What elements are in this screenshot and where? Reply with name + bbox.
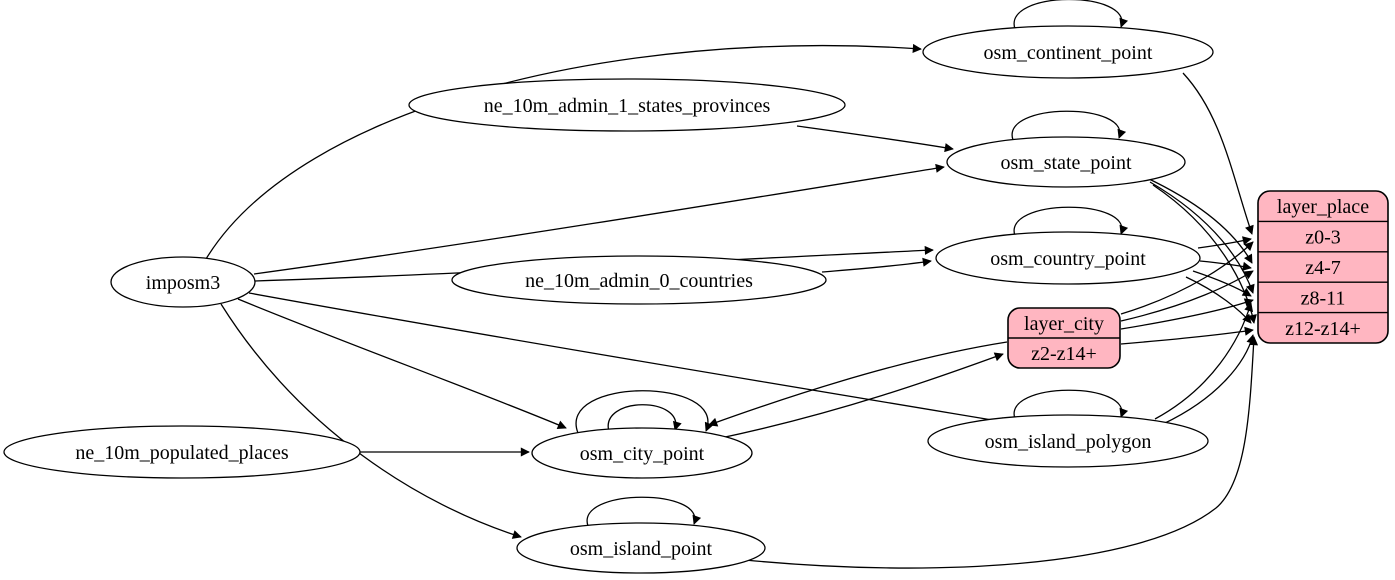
record-shape-layer_place: [1257, 190, 1389, 344]
node-ne_10m_populated_places: ne_10m_populated_places: [3, 425, 361, 479]
edge-osm_state_point-to-layer_place.z8-11: [1149, 181, 1255, 294]
record-row-layer_place-z4-7: z4-7: [1305, 257, 1341, 279]
edge-osm_country_point-to-layer_place.z4-7: [1199, 260, 1252, 271]
edge-osm_city_point-to-layer_city.z2-z14+: [715, 352, 1004, 440]
node-ne_10m_admin_1_states_provinces: ne_10m_admin_1_states_provinces: [408, 78, 846, 132]
node-shape-osm_city_point: [531, 427, 753, 479]
edge-ne_10m_admin_1_states_provinces-to-osm_state_point: [796, 125, 954, 153]
edge-osm_state_point-to-layer_place.z4-7: [1146, 177, 1253, 264]
record-layer_place: layer_place z0-3 z4-7 z8-11 z12-z14+: [1257, 190, 1389, 344]
edge-osm_island_polygon-to-layer_place.z12-z14+: [1162, 334, 1256, 425]
node-osm_city_point: osm_city_point: [531, 427, 753, 479]
node-label-osm_continent_point: osm_continent_point: [984, 42, 1153, 64]
node-shape-ne_10m_admin_1_states_provinces: [408, 78, 846, 132]
edge-imposm3-to-osm_city_point: [237, 298, 567, 430]
edge-osm_island_polygon-to-layer_place.z8-11: [1154, 302, 1254, 420]
node-label-ne_10m_admin_1_states_provinces: ne_10m_admin_1_states_provinces: [484, 95, 771, 117]
edge-imposm3-to-osm_island_polygon: [248, 292, 1011, 427]
record-row-layer_place-z0-3: z0-3: [1305, 227, 1341, 249]
edge-osm_island_point-to-osm_island_point: [586, 496, 702, 527]
node-osm_island_polygon: osm_island_polygon: [927, 414, 1209, 468]
node-osm_island_point: osm_island_point: [516, 522, 766, 574]
edge-osm_state_point-to-osm_state_point: [1011, 110, 1127, 141]
edge-osm_country_point-to-osm_country_point: [1013, 206, 1129, 237]
edge-layer_city-to-layer_place.z4-7: [1120, 270, 1254, 322]
edge-osm_island_polygon-to-osm_island_polygon: [1013, 389, 1129, 420]
node-imposm3: imposm3: [110, 256, 256, 308]
record-row-layer_place-z12-z14+: z12-z14+: [1285, 318, 1361, 340]
node-label-osm_island_polygon: osm_island_polygon: [985, 431, 1152, 453]
edge-imposm3-to-osm_state_point: [253, 163, 945, 275]
edge-osm_country_point-to-layer_place.z0-3: [1197, 236, 1252, 249]
edge-ne_10m_admin_0_countries-to-osm_country_point: [821, 257, 932, 273]
node-osm_continent_point: osm_continent_point: [922, 25, 1214, 79]
edge-osm_continent_point-to-layer_place.z0-3: [1182, 72, 1254, 235]
node-shape-osm_country_point: [935, 231, 1201, 285]
edge-osm_continent_point-to-osm_continent_point: [1013, 0, 1128, 30]
node-osm_country_point: osm_country_point: [935, 231, 1201, 285]
node-shape-osm_island_polygon: [927, 414, 1209, 468]
edge-layer_city-to-layer_place.z8-11: [1120, 298, 1254, 330]
node-shape-osm_island_point: [516, 522, 766, 574]
node-label-imposm3: imposm3: [146, 272, 220, 294]
record-row-layer_place-layer_place: layer_place: [1277, 196, 1369, 218]
record-layer_city: layer_city z2-z14+: [1007, 307, 1121, 369]
node-label-ne_10m_admin_0_countries: ne_10m_admin_0_countries: [525, 270, 753, 292]
node-label-osm_city_point: osm_city_point: [580, 443, 705, 465]
node-shape-ne_10m_populated_places: [3, 425, 361, 479]
node-label-osm_island_point: osm_island_point: [570, 538, 713, 560]
node-osm_state_point: osm_state_point: [946, 136, 1186, 188]
node-ne_10m_admin_0_countries: ne_10m_admin_0_countries: [451, 255, 827, 305]
edge-osm_country_point-to-layer_place.z12-z14+: [1185, 276, 1252, 324]
edge-layer_city-to-layer_place.z12-z14+: [1120, 326, 1254, 345]
node-shape-osm_continent_point: [922, 25, 1214, 79]
node-label-osm_state_point: osm_state_point: [1000, 152, 1132, 174]
node-label-osm_country_point: osm_country_point: [990, 248, 1146, 270]
node-label-ne_10m_populated_places: ne_10m_populated_places: [75, 442, 288, 464]
record-row-layer_place-z8-11: z8-11: [1301, 287, 1346, 309]
record-row-layer_city-layer_city: layer_city: [1024, 313, 1104, 335]
node-shape-osm_state_point: [946, 136, 1186, 188]
edge-layer_city-to-osm_city_point: [708, 341, 1008, 427]
edge-osm_country_point-to-layer_place.z8-11: [1192, 270, 1252, 297]
edge-imposm3-to-osm_continent_point: [205, 43, 922, 260]
edge-layer_city-to-layer_place.z0-3: [1120, 241, 1254, 315]
edge-imposm3-to-osm_island_point: [220, 303, 522, 539]
edge-osm_city_point-to-osm_city_point: [575, 390, 714, 434]
node-shape-imposm3: [110, 256, 256, 308]
edge-osm_city_point-to-osm_city_point: [607, 404, 682, 433]
record-row-layer_city-z2-z14+: z2-z14+: [1031, 343, 1097, 365]
edge-osm_island_point-to-layer_place.z12-z14+: [744, 336, 1259, 569]
node-shape-ne_10m_admin_0_countries: [451, 255, 827, 305]
